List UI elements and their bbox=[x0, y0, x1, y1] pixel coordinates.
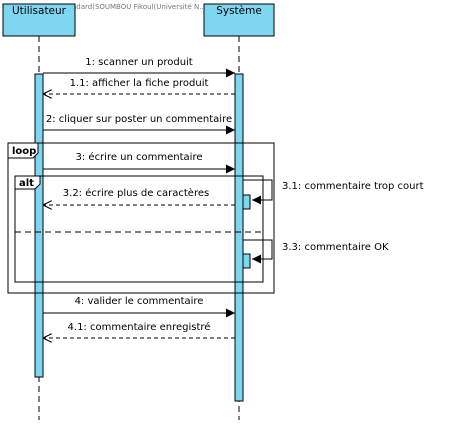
message-3-3[interactable]: 3.3: commentaire OK bbox=[243, 239, 389, 264]
watermark-text: Visual Paradigm Standard(SOUMBOU Fikoul(… bbox=[2, 3, 206, 11]
message-3-2[interactable]: 3.2: écrire plus de caractères bbox=[43, 187, 235, 205]
message-4[interactable]: 4: valider le commentaire bbox=[43, 296, 235, 318]
participant-systeme-label: Système bbox=[216, 5, 262, 17]
participant-utilisateur-label: Utilisateur bbox=[12, 5, 67, 17]
message-1-label: 1: scanner un produit bbox=[85, 57, 193, 68]
loop-label: loop bbox=[12, 146, 36, 157]
message-1[interactable]: 1: scanner un produit bbox=[43, 57, 235, 78]
alt-label: alt bbox=[19, 178, 34, 189]
message-3-1[interactable]: 3.1: commentaire trop court bbox=[243, 179, 424, 205]
message-3[interactable]: 3: écrire un commentaire bbox=[43, 151, 235, 174]
loop-fragment: loop bbox=[7, 142, 275, 294]
message-4-1-label: 4.1: commentaire enregistré bbox=[68, 321, 211, 333]
message-4-1[interactable]: 4.1: commentaire enregistré bbox=[43, 321, 235, 338]
participant-utilisateur[interactable]: Utilisateur bbox=[2, 3, 76, 37]
message-4-label: 4: valider le commentaire bbox=[75, 296, 204, 307]
message-3-3-label: 3.3: commentaire OK bbox=[282, 242, 389, 253]
message-2[interactable]: 2: cliquer sur poster un commentaire bbox=[43, 114, 235, 135]
activation-systeme-nested-1 bbox=[242, 194, 251, 210]
message-1-1[interactable]: 1.1: afficher la fiche produit bbox=[43, 78, 235, 94]
activation-systeme-nested-2 bbox=[242, 253, 251, 269]
message-1-1-label: 1.1: afficher la fiche produit bbox=[70, 78, 209, 89]
message-2-label: 2: cliquer sur poster un commentaire bbox=[46, 114, 232, 125]
activation-utilisateur bbox=[34, 73, 44, 378]
activation-systeme bbox=[234, 73, 244, 402]
message-3-label: 3: écrire un commentaire bbox=[76, 151, 203, 163]
participant-systeme[interactable]: Système bbox=[203, 3, 275, 37]
message-3-2-label: 3.2: écrire plus de caractères bbox=[63, 187, 209, 199]
message-3-1-label: 3.1: commentaire trop court bbox=[282, 181, 424, 192]
alt-fragment: alt bbox=[14, 175, 264, 283]
